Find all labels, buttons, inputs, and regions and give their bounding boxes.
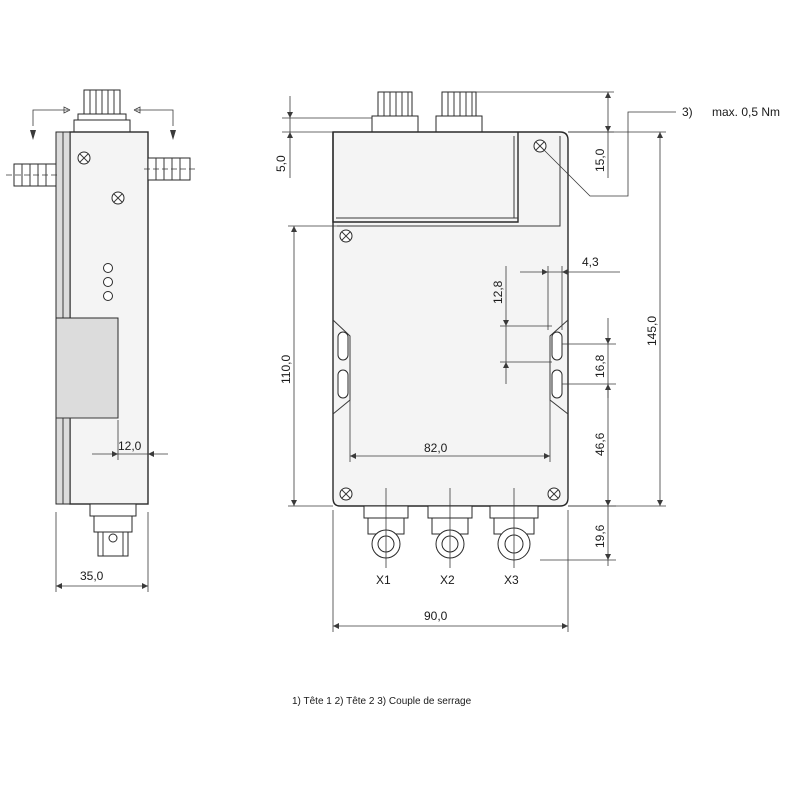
front-screw-top-right bbox=[533, 139, 547, 153]
dim-12-0-text: 12,0 bbox=[118, 439, 142, 453]
left-mounting-lug bbox=[332, 319, 351, 415]
dim-82-0-text: 82,0 bbox=[424, 441, 448, 455]
connector-x2-label: X2 bbox=[440, 573, 455, 587]
head-2-connector: 2) bbox=[435, 91, 483, 161]
dim-19-6: 19,6 bbox=[540, 506, 616, 566]
connector-x3-label: X3 bbox=[504, 573, 519, 587]
led-2 bbox=[103, 277, 113, 287]
head-panel bbox=[332, 132, 519, 223]
dim-19-6-text: 19,6 bbox=[593, 524, 607, 548]
dim-46-6-text: 46,6 bbox=[593, 432, 607, 456]
dim-15-0-text: 15,0 bbox=[593, 148, 607, 172]
connector-x1-label: X1 bbox=[376, 573, 391, 587]
side-top-connector bbox=[73, 89, 131, 133]
dim-16-8: 16,8 bbox=[562, 318, 616, 398]
dim-145-0: 145,0 bbox=[568, 131, 666, 507]
side-screw-1 bbox=[77, 151, 91, 165]
front-view: 1) 2) bbox=[274, 91, 780, 632]
dim-110-0-text: 110,0 bbox=[279, 355, 293, 384]
dim-82-0: 82,0 bbox=[349, 400, 551, 462]
dim-35-0-text: 35,0 bbox=[80, 569, 104, 583]
front-screw-top-left bbox=[339, 229, 353, 243]
side-screw-2 bbox=[111, 191, 125, 205]
side-right-connector bbox=[144, 157, 196, 181]
dim-35-0: 35,0 bbox=[55, 512, 149, 592]
front-screw-bottom-left bbox=[339, 487, 353, 501]
dim-4-3-text: 4,3 bbox=[582, 255, 599, 269]
dim-110-0: 110,0 bbox=[279, 225, 340, 507]
front-screw-bottom-right bbox=[547, 487, 561, 501]
connector-x2: X2 bbox=[427, 488, 473, 587]
dim-5-0-text: 5,0 bbox=[274, 155, 288, 172]
connector-x3: X3 bbox=[489, 488, 539, 587]
dim-5-0: 5,0 bbox=[274, 96, 372, 178]
connector-x1: X1 bbox=[363, 488, 409, 587]
side-label-area bbox=[55, 317, 119, 419]
dim-4-3: 4,3 bbox=[520, 255, 620, 330]
dim-46-6: 46,6 bbox=[568, 384, 616, 507]
led-3 bbox=[103, 291, 113, 301]
side-top-arrows bbox=[30, 106, 176, 140]
right-mounting-lug bbox=[549, 319, 569, 415]
side-bottom-connector bbox=[89, 503, 137, 557]
front-body bbox=[332, 131, 569, 507]
torque-ref: 3) bbox=[682, 105, 693, 119]
caption: 1) Tête 1 2) Tête 2 3) Couple de serrage bbox=[292, 696, 472, 707]
torque-value: max. 0,5 Nm bbox=[712, 105, 780, 119]
dim-90-0: 90,0 bbox=[332, 510, 569, 632]
dim-145-0-text: 145,0 bbox=[645, 316, 659, 346]
dim-12-0: 12,0 bbox=[92, 420, 168, 460]
dim-12-8: 12,8 bbox=[491, 266, 552, 384]
torque-callout: 3) max. 0,5 Nm bbox=[543, 105, 780, 197]
side-left-connector bbox=[6, 163, 60, 187]
dim-12-8-text: 12,8 bbox=[491, 280, 505, 304]
led-1 bbox=[103, 263, 113, 273]
side-view: 12,0 35,0 bbox=[6, 89, 196, 592]
dim-16-8-text: 16,8 bbox=[593, 354, 607, 378]
head-1-connector: 1) bbox=[371, 91, 419, 161]
dim-90-0-text: 90,0 bbox=[424, 609, 448, 623]
